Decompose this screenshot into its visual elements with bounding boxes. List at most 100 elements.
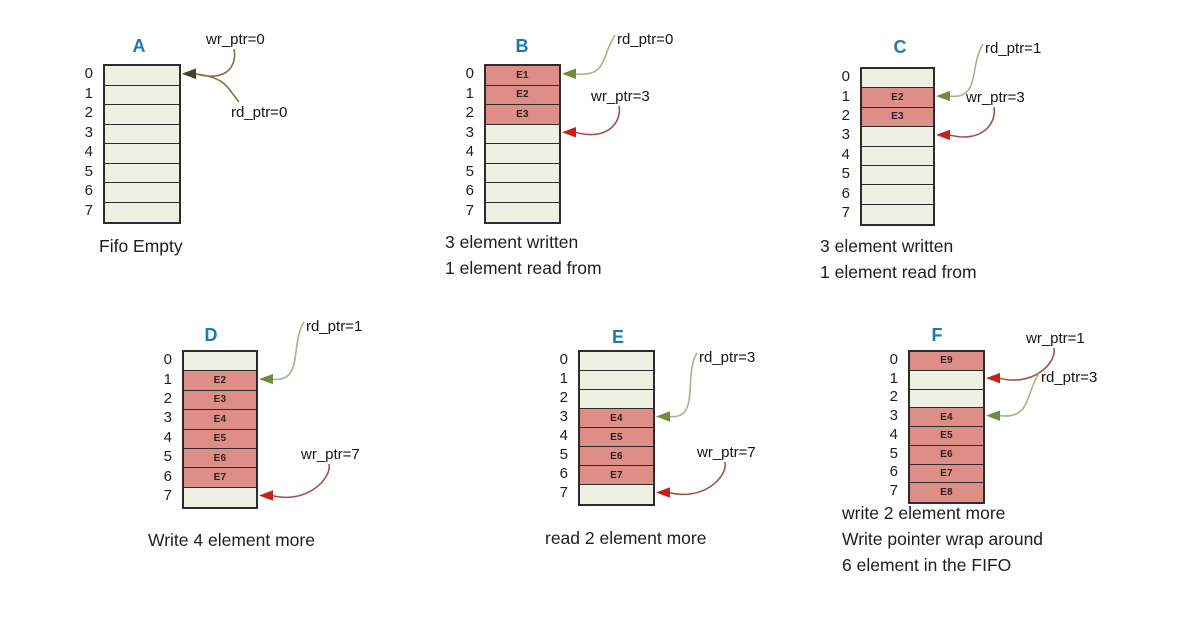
cell-index: 6 [841, 184, 850, 202]
cell-index: 1 [559, 370, 568, 387]
cell-value: E5 [610, 431, 623, 443]
fifo-cell [862, 69, 933, 89]
fifo-cell [580, 485, 653, 504]
cell-value: E4 [610, 412, 623, 424]
pointer-label: rd_ptr=0 [231, 104, 288, 121]
fifo-cell [862, 166, 933, 186]
fifo-cell [580, 352, 653, 371]
cell-value: E7 [610, 469, 623, 481]
pointer-label: wr_ptr=0 [206, 31, 265, 48]
fifo-cell [580, 390, 653, 409]
cell-index: 6 [889, 463, 898, 481]
cell-index: 0 [559, 351, 568, 368]
cell-index: 5 [559, 446, 568, 463]
cell-index: 6 [163, 467, 172, 485]
panel-caption-line: 1 element read from [820, 262, 977, 282]
read-pointer-label: rd_ptr=0 [617, 31, 674, 48]
fifo-cell: E5 [910, 427, 983, 446]
cell-value: E7 [940, 467, 953, 479]
write-pointer-curve [271, 463, 330, 499]
read-pointer-curve [271, 321, 305, 380]
cell-value: E3 [213, 394, 227, 406]
cell-value: E2 [891, 92, 904, 104]
cell-index: 3 [559, 408, 568, 425]
fifo-cell [910, 390, 983, 409]
cell-index: 3 [465, 123, 474, 141]
read-arrowhead-icon [656, 411, 670, 422]
cell-index: 4 [84, 143, 93, 161]
cell-value: E7 [213, 472, 227, 484]
cell-value: E6 [940, 449, 953, 461]
fifo-cell [580, 371, 653, 390]
write-pointer-label: wr_ptr=1 [1026, 330, 1085, 347]
cell-index: 4 [559, 427, 568, 444]
cell-index: 3 [889, 407, 898, 425]
fifo-cell: E9 [910, 352, 983, 371]
cell-index: 7 [841, 203, 850, 221]
cell-index: 2 [465, 104, 474, 122]
panel-caption-line: Write pointer wrap around [842, 529, 1044, 549]
read-arrowhead-icon [259, 373, 273, 385]
write-arrowhead-icon [259, 490, 273, 501]
fifo-cell: E6 [184, 449, 256, 469]
cell-index: 5 [84, 162, 93, 180]
cell-index: 2 [841, 106, 850, 124]
write-pointer-curve [574, 105, 621, 136]
fifo-cell: E2 [184, 371, 256, 391]
panel-label: C [893, 37, 907, 57]
cell-index: 1 [84, 84, 93, 102]
fifo-cell [105, 105, 179, 125]
write-pointer-curve [668, 461, 726, 496]
cell-index: 4 [163, 428, 172, 446]
panel-caption-line: write 2 element more [842, 503, 1006, 523]
fifo-cell: E6 [910, 445, 983, 465]
fifo-cell: E3 [486, 105, 559, 125]
cell-index: 7 [559, 484, 568, 501]
fifo-cell: E1 [486, 66, 559, 86]
cell-index: 2 [163, 389, 172, 407]
fifo-cell [486, 164, 559, 183]
fifo-cell: E4 [184, 410, 256, 430]
cell-index: 5 [841, 165, 850, 183]
fifo-cell: E3 [184, 390, 256, 411]
read-arrowhead-icon [562, 68, 576, 79]
fifo-cell [486, 203, 559, 223]
panel-caption-line: 3 element written [445, 232, 579, 252]
write-arrowhead-icon [656, 487, 670, 498]
fifo-cell [105, 86, 179, 105]
read-pointer-label: rd_ptr=1 [985, 40, 1042, 57]
fifo-cell [105, 164, 179, 183]
fifo-cell: E5 [580, 428, 653, 447]
cell-index: 4 [841, 145, 850, 163]
cell-value: E1 [516, 69, 529, 81]
cell-index: 2 [84, 104, 93, 122]
fifo-cell: E7 [184, 468, 256, 488]
cell-index: 6 [559, 465, 568, 482]
panel-label: A [132, 36, 146, 56]
panel-label: F [931, 325, 943, 345]
fifo-cell [105, 125, 179, 144]
write-pointer-label: wr_ptr=3 [591, 88, 650, 105]
cell-index: 0 [889, 350, 898, 368]
read-pointer-curve [668, 352, 698, 418]
write-pointer-label: wr_ptr=7 [301, 446, 360, 463]
panel-caption-line: Fifo Empty [99, 236, 183, 256]
panel-label: B [515, 36, 529, 56]
fifo-cell [862, 127, 933, 147]
cell-value: E5 [940, 430, 953, 442]
fifo-cell: E6 [580, 447, 653, 466]
panel-caption-line: read 2 element more [545, 528, 707, 548]
fifo-cell: E7 [910, 464, 983, 484]
fifo-cell [105, 144, 179, 164]
write-pointer-label: wr_ptr=3 [966, 89, 1025, 106]
write-arrowhead-icon [936, 129, 950, 141]
cell-index: 1 [465, 84, 474, 102]
fifo-cell [105, 183, 179, 203]
cell-index: 0 [841, 68, 850, 86]
cell-value: E2 [213, 375, 227, 387]
fifo-cell: E3 [862, 107, 933, 128]
fifo-cell [184, 488, 256, 507]
